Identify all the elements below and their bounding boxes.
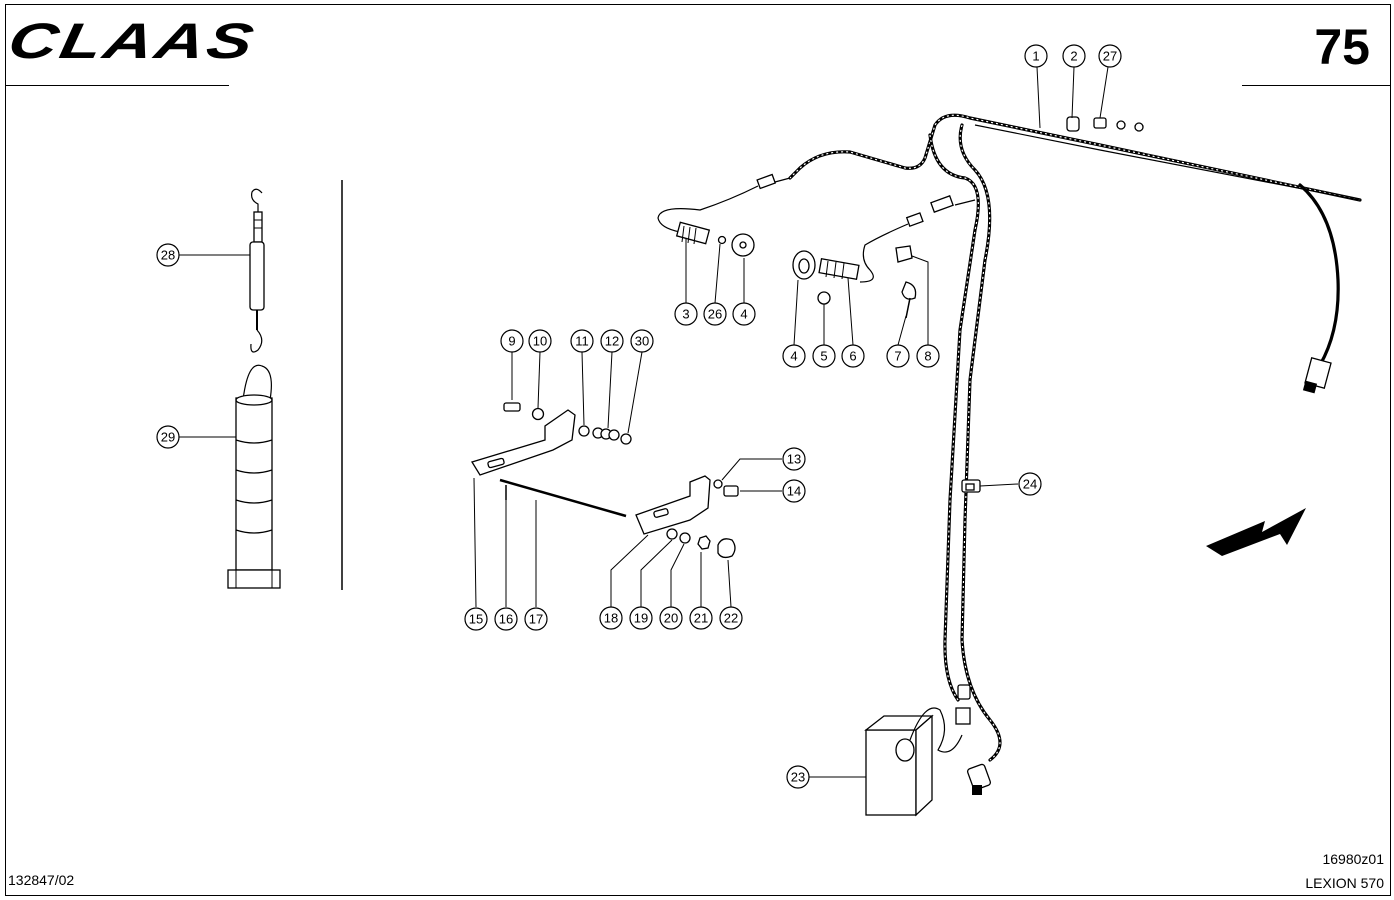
callout-24: 24	[1018, 472, 1042, 496]
cable-clips	[895, 245, 917, 319]
callout-6: 6	[841, 344, 865, 368]
svg-text:29: 29	[161, 430, 175, 445]
svg-text:15: 15	[469, 612, 483, 627]
callout-20: 20	[659, 606, 683, 630]
callout-9: 9	[500, 329, 524, 353]
svg-text:30: 30	[635, 334, 649, 349]
svg-text:19: 19	[634, 611, 648, 626]
bracket-assembly	[471, 402, 739, 559]
callout-13: 13	[782, 447, 806, 471]
arrow-icon	[1206, 508, 1306, 556]
svg-text:2: 2	[1070, 49, 1077, 64]
svg-text:18: 18	[604, 611, 618, 626]
drawing-sheet	[5, 4, 1391, 896]
svg-text:22: 22	[724, 611, 738, 626]
svg-text:4: 4	[790, 349, 797, 364]
control-box	[864, 684, 992, 817]
header-rule-right	[1242, 85, 1390, 86]
drawing-code: 16980z01	[1322, 851, 1384, 867]
svg-text:1: 1	[1032, 49, 1039, 64]
svg-text:10: 10	[533, 334, 547, 349]
callout-11: 11	[570, 329, 594, 353]
svg-text:9: 9	[508, 334, 515, 349]
callout-29: 29	[156, 425, 180, 449]
callout-2: 2	[1062, 44, 1086, 68]
svg-text:17: 17	[529, 612, 543, 627]
callout-12: 12	[600, 329, 624, 353]
leader-lines	[179, 66, 1109, 778]
svg-text:21: 21	[694, 611, 708, 626]
callout-10: 10	[528, 329, 552, 353]
svg-text:23: 23	[791, 770, 805, 785]
callout-17: 17	[524, 607, 548, 631]
callout-22: 22	[719, 606, 743, 630]
callout-21: 21	[689, 606, 713, 630]
callout-23: 23	[786, 765, 810, 789]
wiring-harness	[657, 113, 1362, 762]
svg-text:7: 7	[894, 349, 901, 364]
callout-14: 14	[782, 479, 806, 503]
callout-15: 15	[464, 607, 488, 631]
callout-8: 8	[916, 344, 940, 368]
svg-text:27: 27	[1103, 49, 1117, 64]
callout-4b: 4	[782, 344, 806, 368]
svg-text:8: 8	[924, 349, 931, 364]
page-number: 75	[1314, 19, 1370, 75]
svg-text:5: 5	[820, 349, 827, 364]
model-name: LEXION 570	[1305, 875, 1384, 891]
svg-text:3: 3	[682, 307, 689, 322]
callout-18: 18	[599, 606, 623, 630]
sensor-middle	[792, 250, 860, 305]
callout-26: 26	[703, 302, 727, 326]
clip-24	[961, 479, 981, 493]
svg-text:12: 12	[605, 334, 619, 349]
callout-19: 19	[629, 606, 653, 630]
callout-7: 7	[886, 344, 910, 368]
callout-3: 3	[674, 302, 698, 326]
svg-text:11: 11	[575, 334, 589, 349]
sensor-left	[675, 221, 755, 257]
tube-container	[227, 364, 281, 589]
callout-30: 30	[630, 329, 654, 353]
callout-4a: 4	[732, 302, 756, 326]
svg-text:6: 6	[849, 349, 856, 364]
spring-balance	[249, 188, 265, 353]
svg-text:24: 24	[1023, 477, 1037, 492]
svg-text:26: 26	[708, 307, 722, 322]
svg-text:14: 14	[787, 484, 801, 499]
svg-text:28: 28	[161, 248, 175, 263]
callout-16: 16	[494, 607, 518, 631]
svg-text:13: 13	[787, 452, 801, 467]
svg-text:16: 16	[499, 612, 513, 627]
svg-text:4: 4	[740, 307, 747, 322]
header-rule-left	[5, 85, 229, 86]
callout-1: 1	[1024, 44, 1048, 68]
callout-5: 5	[812, 344, 836, 368]
callout-28: 28	[156, 243, 180, 267]
svg-text:20: 20	[664, 611, 678, 626]
cable-clip-parts	[1066, 116, 1144, 132]
document-number: 132847/02	[8, 872, 75, 888]
callout-27: 27	[1098, 44, 1122, 68]
